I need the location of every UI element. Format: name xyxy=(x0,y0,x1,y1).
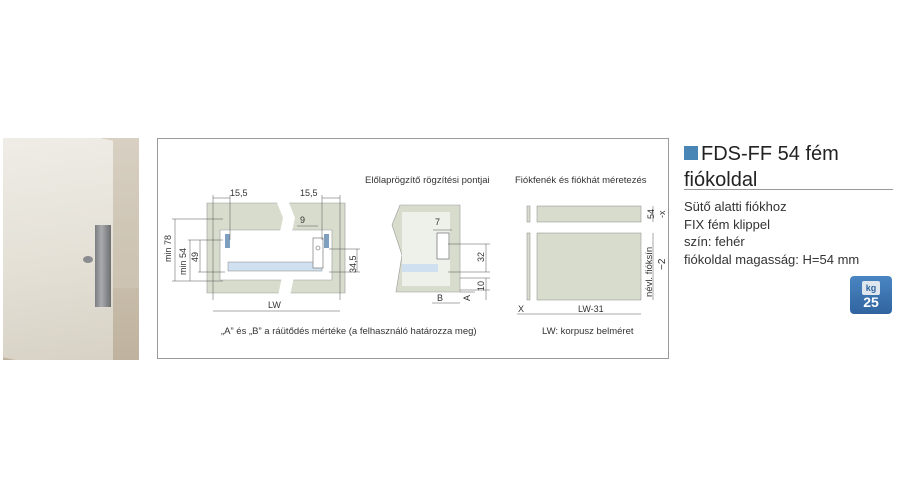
dim-min-78: min 78 xyxy=(163,235,173,262)
dim-min-54: min 54 xyxy=(178,248,188,275)
spec-item: fiókoldal magasság: H=54 mm xyxy=(684,251,860,267)
dim-nominal-slide: névl. fióksín xyxy=(644,247,655,297)
dim-15-5-right: 15,5 xyxy=(300,188,318,198)
front-fixing-detail: Előlaprögzítő rögzítési pontjai 7 32 10 … xyxy=(365,175,490,304)
product-photo xyxy=(3,138,139,360)
product-specs: Sütő alatti fiókhoz FIX fém klippel szín… xyxy=(684,198,859,268)
accent-square-icon xyxy=(684,146,698,160)
dim-9: 9 xyxy=(300,215,305,225)
dim-54: 54 xyxy=(646,209,656,219)
dim-lw-31: LW-31 xyxy=(578,304,604,314)
right-caption: LW: korpusz belméret xyxy=(542,326,634,337)
title-line-1: FDS-FF 54 fém xyxy=(701,143,839,165)
dim-34-5: 34,5 xyxy=(348,255,358,273)
dim-15-5-left: 15,5 xyxy=(230,188,248,198)
dim-lw: LW xyxy=(268,300,281,310)
dim-b: B xyxy=(437,293,443,303)
load-capacity-badge: kg 25 xyxy=(850,276,892,314)
product-title: FDS-FF 54 fém fiókoldal xyxy=(684,141,839,193)
spec-item: szín: fehér xyxy=(684,234,745,249)
left-caption: „A” és „B” a ráütődés mértéke (a felhasz… xyxy=(221,326,477,337)
front-fixing-title: Előlaprögzítő rögzítési pontjai xyxy=(365,175,490,186)
dim-a: A xyxy=(462,295,472,301)
bottom-back-sizing: Fiókfenék és fiókhát méretezés 54 -x név… xyxy=(515,175,668,337)
spec-item: Sütő alatti fiókhoz xyxy=(684,199,787,214)
weight-icon: kg xyxy=(862,281,880,295)
dim-x: X xyxy=(518,304,524,314)
dim-10: 10 xyxy=(476,281,486,291)
dim-minus-x: -x xyxy=(657,210,667,218)
drawer-cross-section: 15,5 15,5 9 min 78 min 54 49 34,5 LW „A”… xyxy=(163,188,477,337)
load-capacity-value: 25 xyxy=(863,294,879,310)
dim-49: 49 xyxy=(190,252,200,262)
technical-drawing-frame xyxy=(157,138,669,359)
dim-minus-2: −2 xyxy=(657,258,668,270)
title-divider xyxy=(684,189,893,190)
spec-item: FIX fém klippel xyxy=(684,216,770,232)
title-line-2: fiókoldal xyxy=(684,169,758,191)
dim-32: 32 xyxy=(476,252,486,262)
dim-7: 7 xyxy=(435,217,440,227)
bottom-back-title: Fiókfenék és fiókhát méretezés xyxy=(515,175,647,186)
